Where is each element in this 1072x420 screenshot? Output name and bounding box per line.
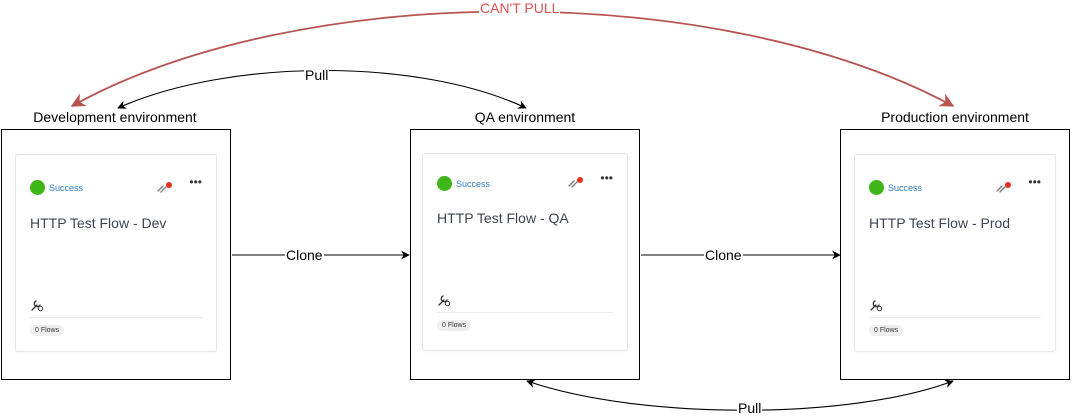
env-box-qa: Success ••• HTTP Test Flow - QA 0 Flows <box>410 129 640 380</box>
more-dots-icon[interactable]: ••• <box>600 171 613 185</box>
flow-title[interactable]: HTTP Test Flow - QA <box>437 210 569 226</box>
env-title-prod: Production environment <box>881 109 1029 125</box>
flows-count-badge: 0 Flows <box>437 320 472 331</box>
flow-card-qa[interactable]: Success ••• HTTP Test Flow - QA 0 Flows <box>422 153 628 351</box>
cant-pull-label: CAN'T PULL <box>479 0 561 16</box>
flows-count-badge: 0 Flows <box>869 325 904 336</box>
flows-count-badge: 0 Flows <box>30 325 65 336</box>
status-indicator: Success <box>437 176 490 191</box>
wrench-icon[interactable] <box>869 298 883 312</box>
clone-dev-qa-label: Clone <box>285 247 324 263</box>
broken-link-icon[interactable] <box>994 179 1012 195</box>
env-box-dev: Success ••• HTTP Test Flow - Dev 0 Flows <box>1 129 231 380</box>
wrench-icon[interactable] <box>30 298 44 312</box>
env-box-prod: Success ••• HTTP Test Flow - Prod 0 Flow… <box>840 129 1070 380</box>
card-divider <box>437 312 613 313</box>
pull-dev-qa-label: Pull <box>304 67 330 83</box>
status-dot-icon <box>30 180 45 195</box>
flow-card-dev[interactable]: Success ••• HTTP Test Flow - Dev 0 Flows <box>15 154 217 352</box>
status-label: Success <box>456 178 491 189</box>
flow-title[interactable]: HTTP Test Flow - Dev <box>30 215 167 231</box>
card-divider <box>30 317 202 318</box>
flow-card-prod[interactable]: Success ••• HTTP Test Flow - Prod 0 Flow… <box>854 154 1056 352</box>
pull-qa-prod-label: Pull <box>737 400 763 416</box>
more-dots-icon[interactable]: ••• <box>1028 175 1041 189</box>
status-label: Success <box>888 182 923 193</box>
status-indicator: Success <box>869 180 922 195</box>
cant-pull-arrow <box>70 10 955 107</box>
env-title-dev: Development environment <box>33 109 197 125</box>
status-indicator: Success <box>30 180 83 195</box>
broken-link-icon[interactable] <box>566 174 584 190</box>
broken-link-icon[interactable] <box>155 179 173 195</box>
card-divider <box>869 317 1041 318</box>
wrench-icon[interactable] <box>437 293 451 307</box>
flow-title[interactable]: HTTP Test Flow - Prod <box>869 215 1011 231</box>
more-dots-icon[interactable]: ••• <box>189 175 202 189</box>
status-dot-icon <box>437 176 452 191</box>
status-dot-icon <box>869 180 884 195</box>
status-label: Success <box>49 182 84 193</box>
clone-qa-prod-label: Clone <box>704 247 743 263</box>
env-title-qa: QA environment <box>474 109 576 125</box>
